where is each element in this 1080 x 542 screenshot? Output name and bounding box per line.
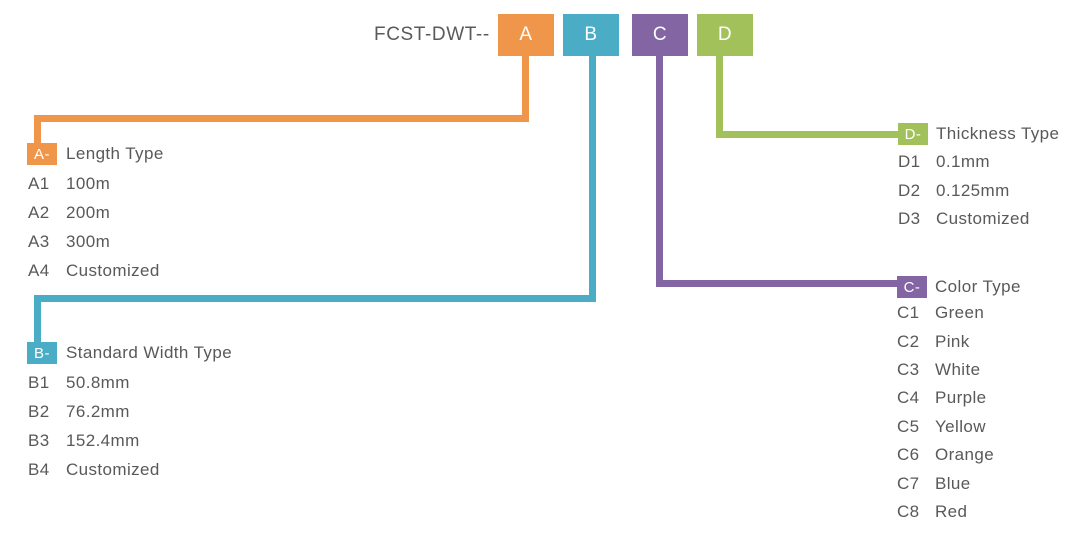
option-code: C1: [897, 303, 920, 323]
option-code: C4: [897, 388, 920, 408]
option-code: C7: [897, 473, 920, 493]
option-row: B2 76.2mm: [28, 397, 160, 426]
section-b-tag: B-: [27, 342, 57, 364]
section-d-tag: D-: [898, 123, 928, 145]
option-value: Orange: [935, 445, 995, 465]
option-value: 200m: [66, 202, 111, 222]
option-row: C7 Blue: [897, 469, 994, 497]
option-value: 100m: [66, 173, 111, 193]
option-row: B3 152.4mm: [28, 426, 160, 455]
option-value: 152.4mm: [66, 430, 140, 450]
section-c-options: C1 Green C2 Pink C3 White C4 Purple C5 Y…: [897, 299, 994, 526]
code-box-b: B: [563, 14, 619, 56]
option-code: B2: [28, 401, 50, 421]
connector-a-vertical: [522, 56, 529, 122]
option-value: Red: [935, 501, 968, 521]
option-row: C2 Pink: [897, 327, 994, 355]
option-value: Customized: [936, 208, 1030, 228]
option-row: C6 Orange: [897, 441, 994, 469]
option-row: C4 Purple: [897, 384, 994, 412]
section-b-tag-label: B-: [34, 344, 50, 362]
section-d-options: D1 0.1mm D2 0.125mm D3 Customized: [898, 148, 1030, 233]
option-value: Purple: [935, 388, 987, 408]
option-value: Yellow: [935, 416, 986, 436]
option-row: B1 50.8mm: [28, 368, 160, 397]
connector-c-vertical: [656, 56, 663, 287]
option-value: Green: [935, 303, 985, 323]
option-code: A2: [28, 202, 50, 222]
option-code: C5: [897, 416, 920, 436]
option-row: D2 0.125mm: [898, 176, 1030, 204]
option-code: C3: [897, 359, 920, 379]
option-row: C3 White: [897, 356, 994, 384]
section-d-tag-label: D-: [904, 125, 922, 143]
option-code: A4: [28, 260, 50, 280]
section-a-title: Length Type: [66, 144, 164, 163]
option-row: D3 Customized: [898, 205, 1030, 233]
connector-d-horizontal: [716, 131, 898, 138]
section-a-tag-label: A-: [34, 145, 50, 163]
option-code: A1: [28, 173, 50, 193]
option-code: B4: [28, 459, 50, 479]
connector-d-vertical: [716, 56, 723, 138]
option-code: D1: [898, 152, 921, 172]
option-code: D3: [898, 208, 921, 228]
option-code: C2: [897, 331, 920, 351]
code-box-d: D: [697, 14, 753, 56]
option-value: White: [935, 359, 981, 379]
code-box-a-label: A: [519, 24, 533, 45]
code-box-c-label: C: [652, 24, 668, 45]
section-d-title: Thickness Type: [936, 124, 1060, 143]
option-value: 50.8mm: [66, 372, 130, 392]
code-box-d-label: D: [717, 24, 733, 45]
option-code: C6: [897, 445, 920, 465]
code-box-c: C: [632, 14, 688, 56]
option-value: Pink: [935, 331, 970, 351]
option-code: B1: [28, 372, 50, 392]
option-row: C1 Green: [897, 299, 994, 327]
code-box-b-label: B: [584, 24, 598, 45]
option-code: D2: [898, 180, 921, 200]
section-a-tag: A-: [27, 143, 57, 165]
option-value: 0.1mm: [936, 152, 990, 172]
option-row: A4 Customized: [28, 256, 160, 285]
option-value: 300m: [66, 231, 111, 251]
option-value: Blue: [935, 473, 971, 493]
section-c-tag-label: C-: [903, 278, 921, 296]
connector-c-horizontal: [656, 280, 897, 287]
section-b-options: B1 50.8mm B2 76.2mm B3 152.4mm B4 Custom…: [28, 368, 160, 484]
option-code: B3: [28, 430, 50, 450]
code-box-a: A: [498, 14, 554, 56]
connector-b-drop: [34, 295, 41, 344]
option-value: 76.2mm: [66, 401, 130, 421]
connector-a-drop: [34, 115, 41, 145]
section-c-tag: C-: [897, 276, 927, 298]
option-row: D1 0.1mm: [898, 148, 1030, 176]
option-code: A3: [28, 231, 50, 251]
option-value: Customized: [66, 260, 160, 280]
option-code: C8: [897, 501, 920, 521]
option-row: C8 Red: [897, 498, 994, 526]
section-b-title: Standard Width Type: [66, 343, 233, 362]
connector-b-horizontal: [34, 295, 596, 302]
option-row: B4 Customized: [28, 455, 160, 484]
option-row: C5 Yellow: [897, 413, 994, 441]
connector-a-horizontal: [34, 115, 529, 122]
connector-b-vertical: [589, 56, 596, 302]
option-row: A2 200m: [28, 198, 160, 227]
part-number-prefix: FCST-DWT--: [374, 24, 490, 45]
option-row: A3 300m: [28, 227, 160, 256]
option-value: Customized: [66, 459, 160, 479]
option-row: A1 100m: [28, 169, 160, 198]
section-c-title: Color Type: [935, 277, 1021, 296]
section-a-options: A1 100m A2 200m A3 300m A4 Customized: [28, 169, 160, 285]
option-value: 0.125mm: [936, 180, 1010, 200]
